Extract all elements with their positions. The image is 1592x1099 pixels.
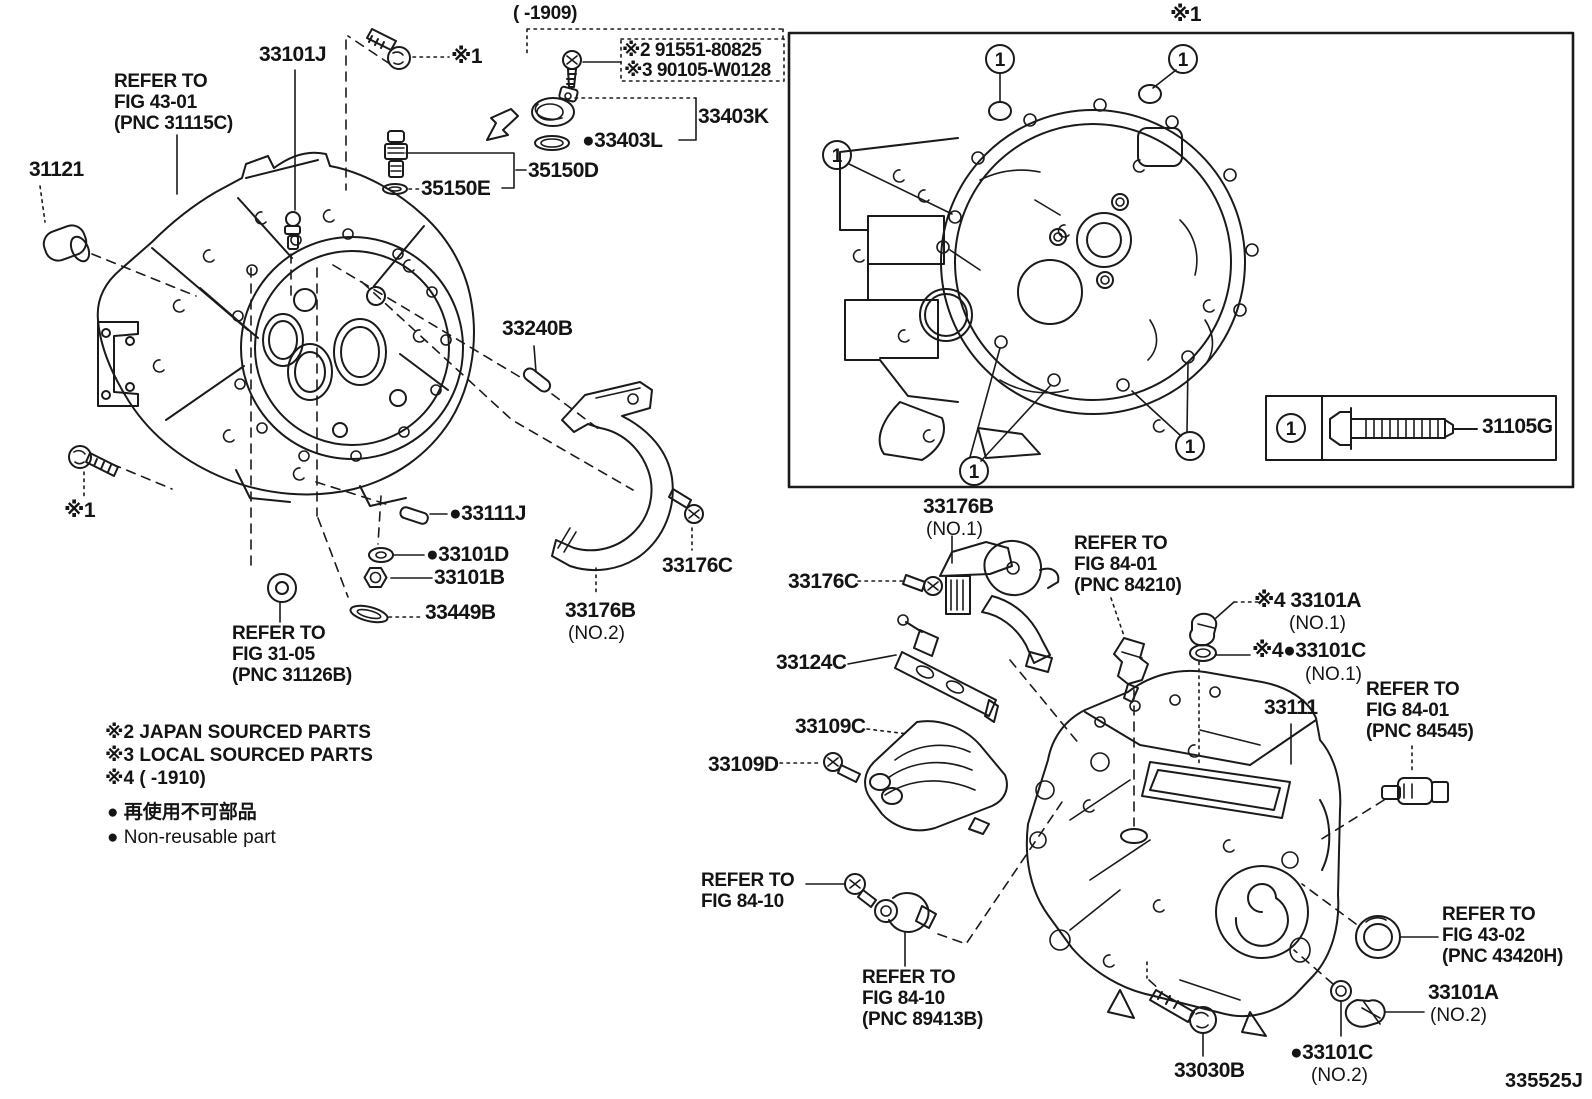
- callout-number: 1: [969, 462, 980, 483]
- part-label-33109C: 33109C: [795, 715, 866, 738]
- ref-label-fig-84-10-b: REFER TO FIG 84-10 (PNC 89413B): [862, 967, 984, 1030]
- detail-box-ref1: 1 1 1 1 1 1: [787, 31, 1575, 489]
- stay-33124C: [894, 614, 999, 723]
- ref-label-fig-43-02: REFER TO FIG 43-02 (PNC 43420H): [1442, 904, 1564, 967]
- bolt-33030B: [1149, 989, 1217, 1034]
- bolt-33176C-b: [902, 574, 943, 596]
- ref-label-fig-84-01-84545: REFER TO FIG 84-01 (PNC 84545): [1366, 679, 1474, 742]
- ref-label-fig-84-01-84210: REFER TO FIG 84-01 (PNC 84210): [1074, 533, 1182, 596]
- pin-33111J: [399, 506, 429, 525]
- plug-31121: [42, 224, 91, 263]
- nut-33101B: [363, 567, 388, 588]
- part-label-31105G: 31105G: [1482, 415, 1553, 438]
- part-label-33101D: ●33101D: [426, 543, 509, 566]
- part-label-35150E: 35150E: [421, 177, 491, 200]
- part-label-33176C-a: 33176C: [662, 554, 733, 577]
- part-label-33101B: 33101B: [434, 566, 505, 589]
- ref1-label-box: ※1: [1170, 3, 1202, 26]
- legend-31105G: 1: [1265, 395, 1557, 461]
- plate-33449B: [349, 604, 389, 624]
- transaxle-case-left-drawing: [96, 151, 475, 507]
- plug-33101J: [284, 211, 301, 250]
- note-japan-sourced: ※2 JAPAN SOURCED PARTS: [105, 722, 371, 743]
- bracket-33176B-no1: [939, 540, 1060, 673]
- part-label-91551-80825: ※2 91551-80825: [622, 40, 762, 61]
- sensor-84210: [1113, 637, 1149, 703]
- leader-lines: [39, 28, 1439, 1057]
- clamp-33403K-part: [531, 85, 579, 127]
- sub-label-no2-c: (NO.2): [1311, 1065, 1368, 1086]
- transaxle-case-right-drawing: [1025, 669, 1342, 1037]
- part-label-33403K: 33403K: [698, 105, 769, 128]
- part-label-33101A-no2: 33101A: [1428, 981, 1499, 1004]
- grommet-31-05: [267, 573, 297, 603]
- part-label-33111: 33111: [1264, 696, 1318, 719]
- oil-seal-43-02: [1355, 915, 1401, 959]
- callout-number: 1: [1185, 437, 1196, 458]
- part-label-33111J: ●33111J: [449, 502, 526, 525]
- note-nonreusable-en: ● Non-reusable part: [107, 827, 276, 848]
- direction-arrow-icon: [486, 108, 519, 141]
- callout-number: 1: [1178, 50, 1189, 71]
- ref1-label-left: ※1: [64, 499, 96, 522]
- sub-label-no1-c: (NO.1): [1305, 664, 1362, 685]
- sub-label-no2-b: (NO.2): [1430, 1005, 1487, 1026]
- protector-33109C: [864, 720, 1008, 835]
- oring-33403L: [534, 135, 570, 151]
- callout-number: 1: [832, 146, 843, 167]
- part-label-90105-W0128: ※3 90105-W0128: [624, 60, 771, 81]
- part-label-33176B-no2: 33176B: [565, 599, 636, 622]
- part-label-35150D: 35150D: [528, 159, 599, 182]
- bolt-ref1-left: [68, 445, 119, 477]
- part-label-31121: 31121: [29, 158, 84, 181]
- oring-35150E: [382, 183, 408, 195]
- bolt-33176C-a: [668, 488, 704, 524]
- part-label-33176B-no1: 33176B: [923, 495, 994, 518]
- part-label-33101C-no2: ●33101C: [1290, 1041, 1373, 1064]
- bolt-33109D: [823, 752, 861, 783]
- sub-label-no2: (NO.2): [568, 623, 625, 644]
- plug-33101A-no2: [1344, 999, 1386, 1028]
- note-local-sourced: ※3 LOCAL SOURCED PARTS: [105, 745, 373, 766]
- gasket-33101C-no2: [1330, 980, 1352, 1002]
- sub-label-no1: (NO.1): [926, 519, 983, 540]
- callout-1-markers: 1 1 1 1 1: [822, 44, 1205, 486]
- range-label-1909: ( -1909): [513, 3, 578, 24]
- part-label-33109D: 33109D: [708, 753, 779, 776]
- note-nonreusable-jp: ● 再使用不可部品: [107, 802, 257, 823]
- clamp-33176B-no2: [551, 381, 674, 572]
- part-label-33101J: 33101J: [259, 43, 327, 66]
- ref-label-fig-31-05: REFER TO FIG 31-05 (PNC 31126B): [232, 623, 352, 686]
- ref-label-fig-43-01: REFER TO FIG 43-01 (PNC 31115C): [114, 71, 233, 134]
- bolt-91551: [562, 50, 582, 88]
- plug-33101A-no1: [1189, 612, 1218, 647]
- pin-33240B: [522, 367, 552, 393]
- washer-33101D: [368, 547, 394, 563]
- bolt-ref1-top: [366, 28, 411, 70]
- part-label-33101C-no1: ※4●33101C: [1252, 639, 1366, 662]
- part-label-33124C: 33124C: [776, 651, 847, 674]
- drawing-number: 335525J: [1505, 1070, 1583, 1092]
- callout-number: 1: [995, 50, 1006, 71]
- part-label-33030B: 33030B: [1174, 1059, 1245, 1082]
- crank-sensor-84-10: [844, 873, 937, 933]
- ref-label-fig-84-10-a: REFER TO FIG 84-10: [701, 870, 795, 912]
- note-range-1910: ※4 ( -1910): [105, 768, 206, 789]
- sensor-84545: [1381, 777, 1449, 805]
- gasket-33101C-no1: [1189, 644, 1217, 662]
- ref1-label-top: ※1: [451, 45, 483, 68]
- part-label-33101A-no1: ※4 33101A: [1254, 589, 1362, 612]
- part-label-33449B: 33449B: [425, 601, 496, 624]
- part-label-33176C-b: 33176C: [788, 570, 859, 593]
- callout-number: 1: [1286, 419, 1297, 440]
- sensor-35150D: [384, 130, 408, 178]
- part-label-33403L: ●33403L: [582, 129, 663, 152]
- sub-label-no1-b: (NO.1): [1289, 613, 1346, 634]
- part-label-33240B: 33240B: [502, 317, 573, 340]
